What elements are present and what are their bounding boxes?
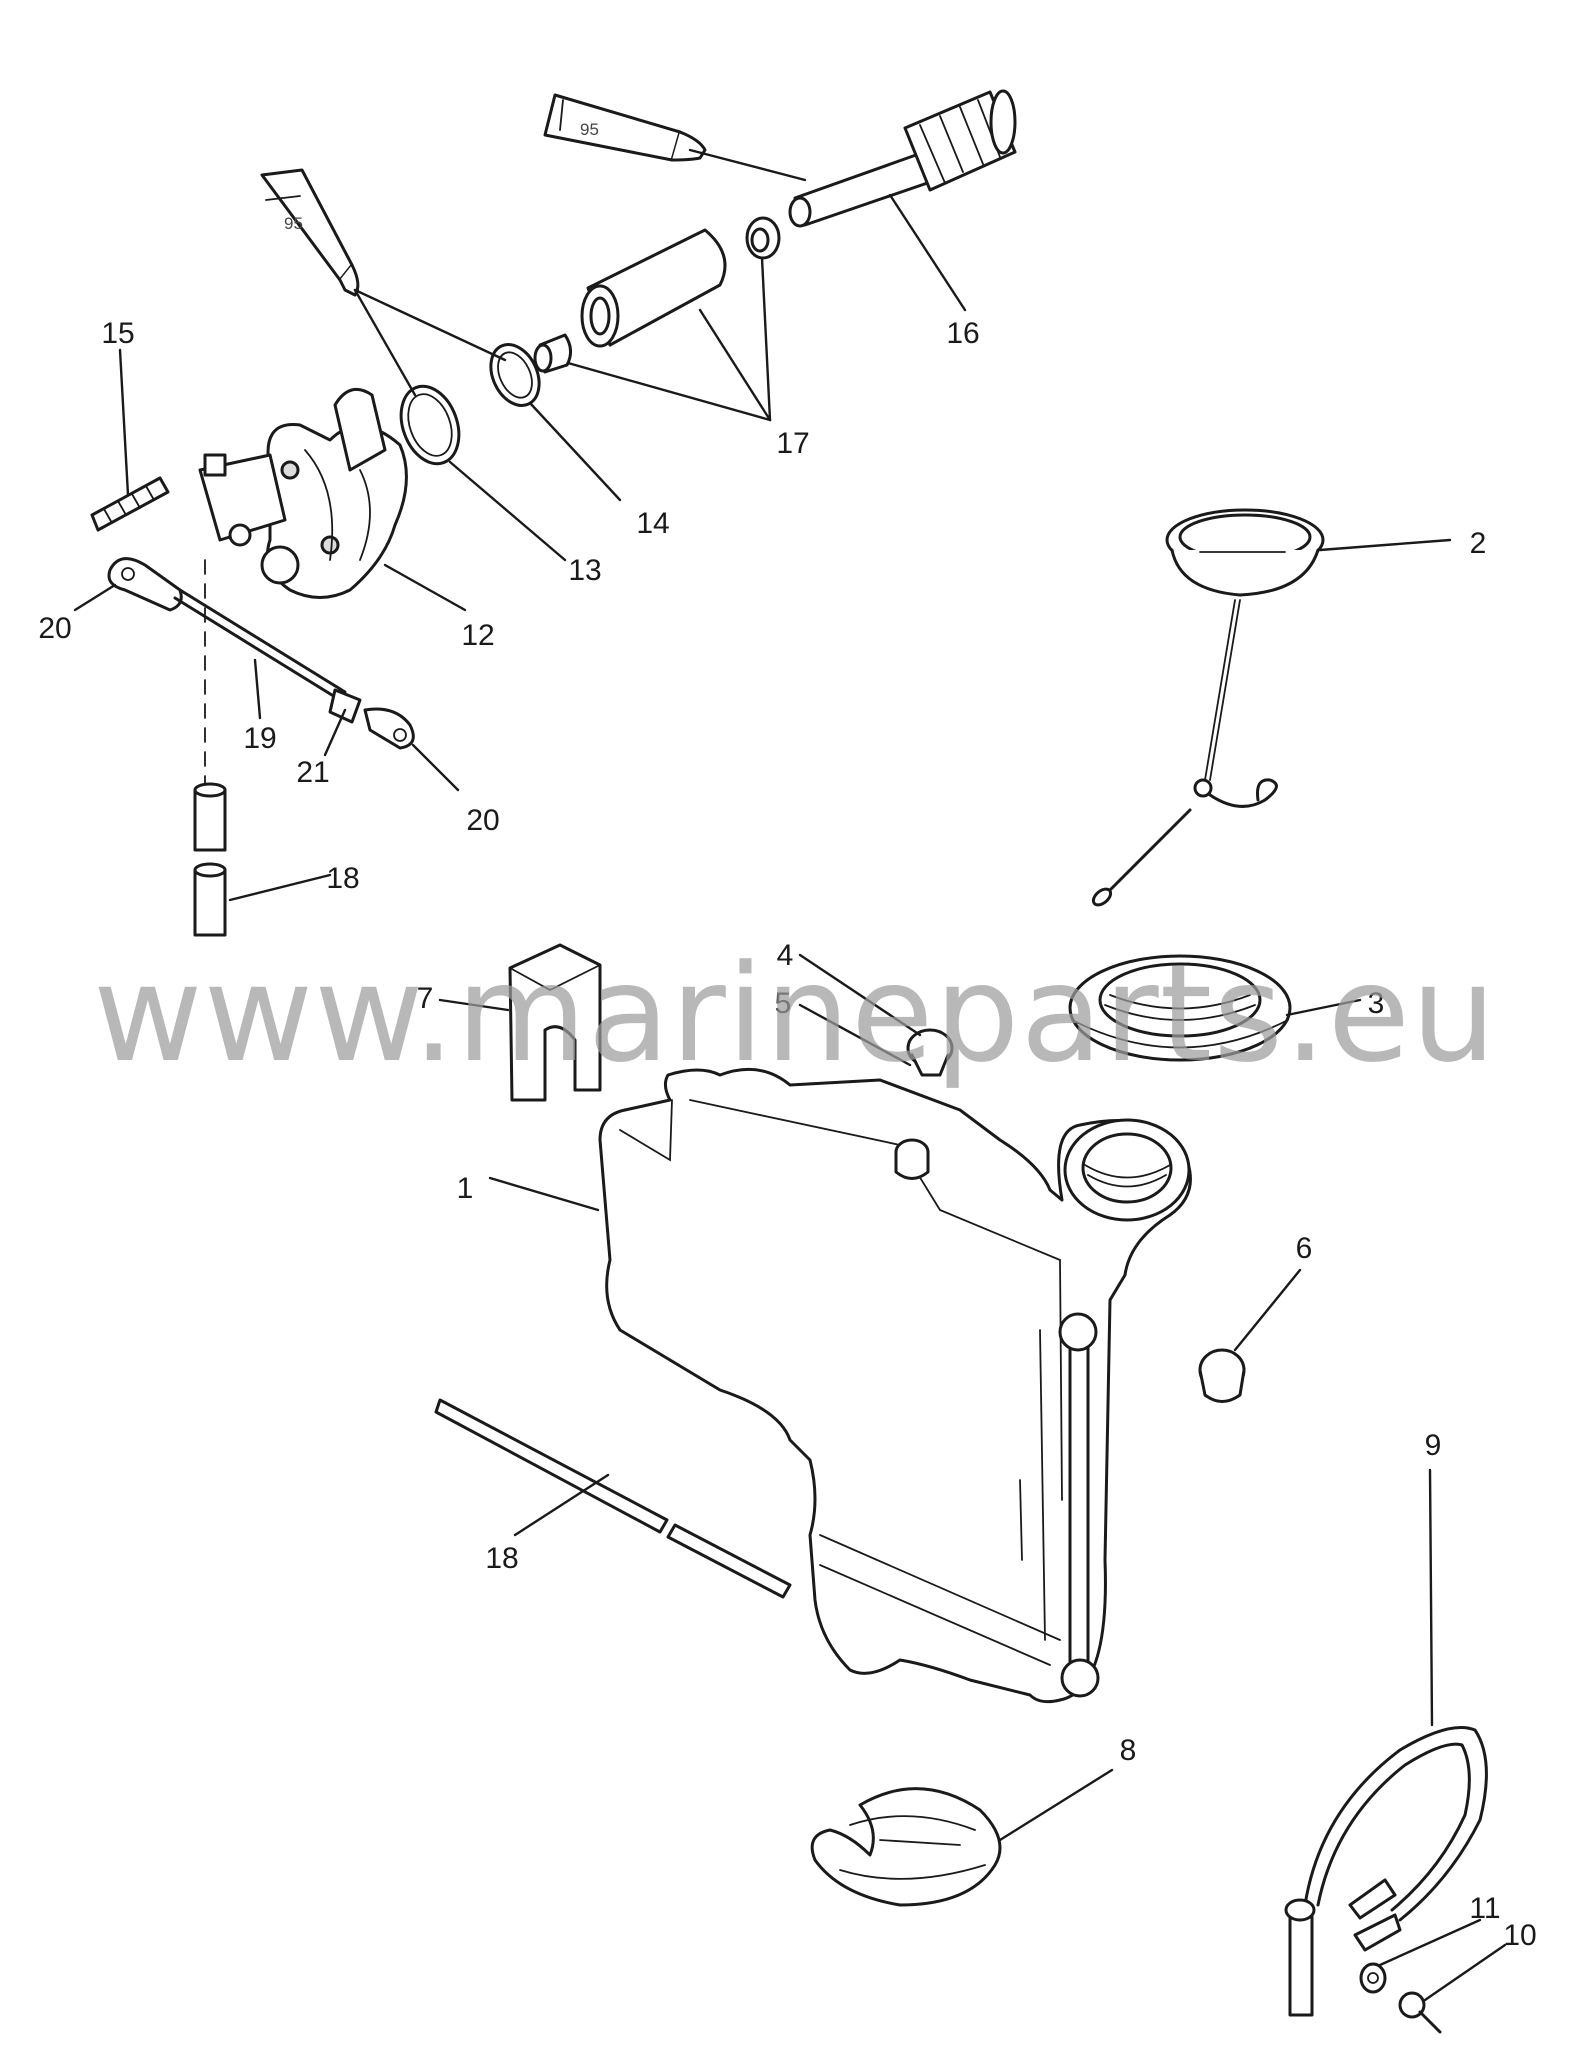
callout-1: 1	[457, 1172, 474, 1205]
callout-18-upper: 18	[326, 862, 359, 895]
tank-pad	[810, 1787, 1002, 1907]
callout-10: 10	[1503, 1919, 1536, 1952]
callout-3: 3	[1368, 987, 1385, 1020]
oil-tank	[598, 1067, 1192, 1704]
tube-label-upper: 95	[580, 120, 599, 139]
callout-7: 7	[417, 982, 434, 1015]
callout-4: 4	[777, 939, 794, 972]
watermark-text: www.marineparts.eu	[93, 936, 1497, 1092]
vent-caps	[906, 1028, 954, 1077]
callout-13: 13	[568, 554, 601, 587]
callout-20-left: 20	[38, 612, 71, 645]
o-ring-13	[399, 384, 461, 466]
mounting-bracket	[508, 943, 602, 1102]
callout-2: 2	[1470, 527, 1487, 560]
tube-label-lower: 95	[284, 214, 303, 233]
callout-8: 8	[1120, 1734, 1137, 1767]
drive-gear-shaft	[788, 89, 1017, 228]
callout-6: 6	[1296, 1232, 1313, 1265]
callout-5: 5	[775, 987, 792, 1020]
filler-cap	[1091, 508, 1325, 907]
callout-12: 12	[461, 619, 494, 652]
callout-21: 21	[296, 756, 329, 789]
callout-labels: 1 2 3 4 5 6 7 8 9 10 11 12 13 14 15 16 1…	[38, 317, 1536, 1952]
callout-9: 9	[1425, 1429, 1442, 1462]
callout-17: 17	[776, 427, 809, 460]
callout-20-right: 20	[466, 804, 499, 837]
lubricant-tube-upper: 95	[543, 93, 707, 162]
strap-screw-washer	[1359, 1962, 1442, 2034]
callout-11: 11	[1469, 1892, 1500, 1925]
leader-lines	[73, 148, 1507, 2002]
pins-upper	[193, 782, 227, 937]
bushing-sleeves	[533, 216, 781, 374]
tank-fitting	[1198, 1348, 1246, 1403]
lubricant-tube-lower: 95	[260, 168, 360, 297]
callout-16: 16	[946, 317, 979, 350]
adjustment-screw	[90, 476, 170, 532]
filler-gasket	[1068, 954, 1292, 1062]
tank-strap	[1284, 1726, 1488, 2017]
callout-19: 19	[243, 722, 276, 755]
link-rod-assembly	[107, 557, 415, 791]
callout-14: 14	[636, 507, 669, 540]
pickup-hose	[434, 1398, 792, 1599]
callout-15: 15	[101, 317, 134, 350]
callout-18-lower: 18	[485, 1542, 518, 1575]
o-ring-14	[489, 343, 541, 407]
oil-pump	[198, 387, 408, 599]
